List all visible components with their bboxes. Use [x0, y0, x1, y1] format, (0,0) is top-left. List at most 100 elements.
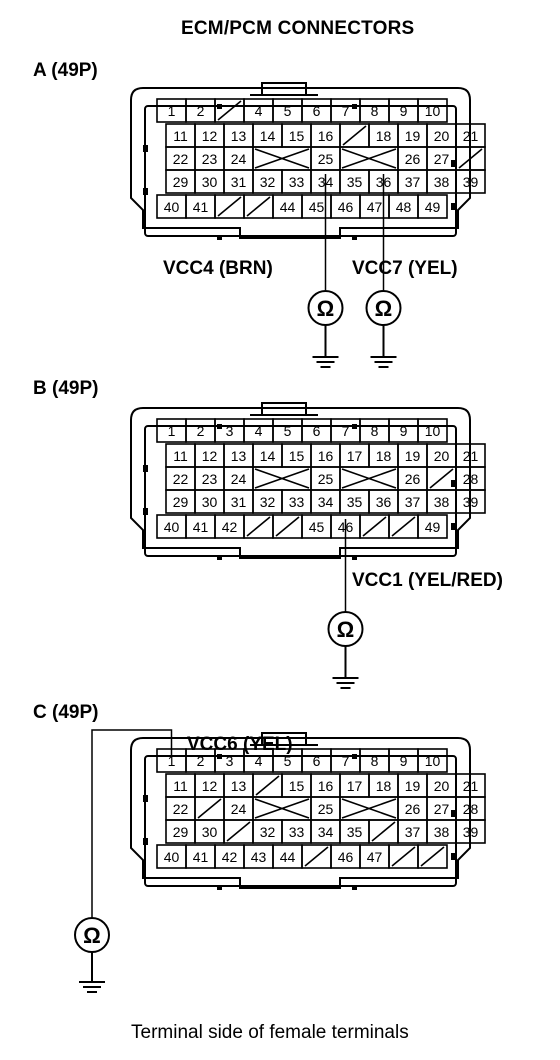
terminal-number: 25 — [318, 801, 334, 817]
terminal-number: 40 — [164, 519, 180, 535]
terminal-number: 13 — [231, 448, 247, 464]
terminal-number: 6 — [313, 103, 321, 119]
terminal-cell — [417, 844, 448, 869]
terminal-number: 1 — [168, 423, 176, 439]
terminal-number: 29 — [173, 824, 189, 840]
blank-terminal-slash — [371, 821, 396, 842]
terminal-number: 4 — [255, 423, 263, 439]
connector-key — [143, 145, 148, 152]
terminal-number: 43 — [251, 849, 267, 865]
connector-peg — [217, 235, 222, 240]
terminal-number: 30 — [202, 824, 218, 840]
connector-frame — [144, 105, 457, 237]
terminal-number: 12 — [202, 448, 218, 464]
terminal-number: 15 — [289, 778, 305, 794]
connector-peg — [352, 885, 357, 890]
terminal-number: 33 — [289, 494, 305, 510]
terminal-number: 32 — [260, 824, 276, 840]
terminal-number: 19 — [405, 448, 421, 464]
terminal-number: 39 — [463, 174, 479, 190]
signal-vcc4-label: VCC4 (BRN) — [163, 258, 273, 279]
blank-terminal-slash — [420, 846, 445, 867]
terminal-number: 28 — [463, 471, 479, 487]
terminal-number: 25 — [318, 151, 334, 167]
terminal-number: 16 — [318, 128, 334, 144]
blank-terminal-cross — [341, 148, 397, 169]
terminal-number: 35 — [347, 494, 363, 510]
terminal-number: 14 — [260, 448, 276, 464]
connector-peg — [352, 235, 357, 240]
connector-peg — [352, 555, 357, 560]
terminal-number: 6 — [313, 753, 321, 769]
terminal-number: 28 — [463, 801, 479, 817]
terminal-number: 44 — [280, 849, 296, 865]
caption: Terminal side of female terminals — [131, 1022, 409, 1043]
blank-terminal-slash — [246, 516, 271, 537]
terminal-cell — [417, 98, 448, 123]
terminal-number: 38 — [434, 174, 450, 190]
terminal-number: 42 — [222, 519, 238, 535]
connector-peg — [217, 104, 222, 109]
terminal-number: 45 — [309, 199, 325, 215]
terminal-number: 2 — [197, 753, 205, 769]
connector-key — [451, 810, 456, 817]
terminal-number: 31 — [231, 174, 247, 190]
terminal-number: 2 — [197, 103, 205, 119]
connector-key — [143, 465, 148, 472]
connector-peg — [217, 555, 222, 560]
terminal-number: 38 — [434, 494, 450, 510]
terminal-number: 41 — [193, 199, 209, 215]
blank-terminal-slash — [342, 125, 367, 146]
terminal-number: 23 — [202, 151, 218, 167]
blank-terminal-slash — [226, 821, 251, 842]
terminal-number: 1 — [168, 753, 176, 769]
terminal-number: 23 — [202, 471, 218, 487]
terminal-number: 46 — [338, 199, 354, 215]
terminal-number: 26 — [405, 471, 421, 487]
terminal-number: 3 — [226, 423, 234, 439]
terminal-cell — [455, 819, 486, 844]
blank-terminal-slash — [362, 516, 387, 537]
connector-key — [143, 838, 148, 845]
connector-key — [451, 523, 456, 530]
connector-housing — [130, 737, 471, 889]
connector-c-label: C (49P) — [33, 702, 99, 723]
terminal-cell — [417, 748, 448, 773]
terminal-number: 49 — [425, 199, 441, 215]
terminal-number: 37 — [405, 174, 421, 190]
terminal-number: 19 — [405, 778, 421, 794]
terminal-number: 11 — [173, 778, 188, 794]
terminal-number: 20 — [434, 448, 450, 464]
terminal-cell — [455, 169, 486, 194]
terminal-number: 1 — [168, 103, 176, 119]
terminal-number: 42 — [222, 849, 238, 865]
terminal-number: 17 — [347, 778, 363, 794]
blank-terminal-cross — [341, 798, 397, 819]
terminal-number: 14 — [260, 128, 276, 144]
terminal-cell — [417, 194, 448, 219]
signal-vcc7-label: VCC7 (YEL) — [352, 258, 458, 279]
terminal-number: 44 — [280, 199, 296, 215]
blank-terminal-cross — [341, 468, 397, 489]
terminal-number: 18 — [376, 778, 392, 794]
terminal-number: 6 — [313, 423, 321, 439]
terminal-number: 8 — [371, 423, 379, 439]
terminal-number: 33 — [289, 824, 305, 840]
terminal-number: 10 — [425, 753, 441, 769]
terminal-number: 49 — [425, 519, 441, 535]
terminal-number: 47 — [367, 849, 383, 865]
terminal-number: 20 — [434, 778, 450, 794]
terminal-number: 41 — [193, 519, 209, 535]
terminal-cell — [417, 418, 448, 443]
connector-peg — [217, 885, 222, 890]
terminal-number: 18 — [376, 128, 392, 144]
terminal-number: 4 — [255, 753, 263, 769]
terminal-number: 48 — [396, 199, 412, 215]
terminal-number: 24 — [231, 801, 247, 817]
blank-terminal-slash — [391, 516, 416, 537]
connector-key — [451, 480, 456, 487]
terminal-number: 26 — [405, 151, 421, 167]
